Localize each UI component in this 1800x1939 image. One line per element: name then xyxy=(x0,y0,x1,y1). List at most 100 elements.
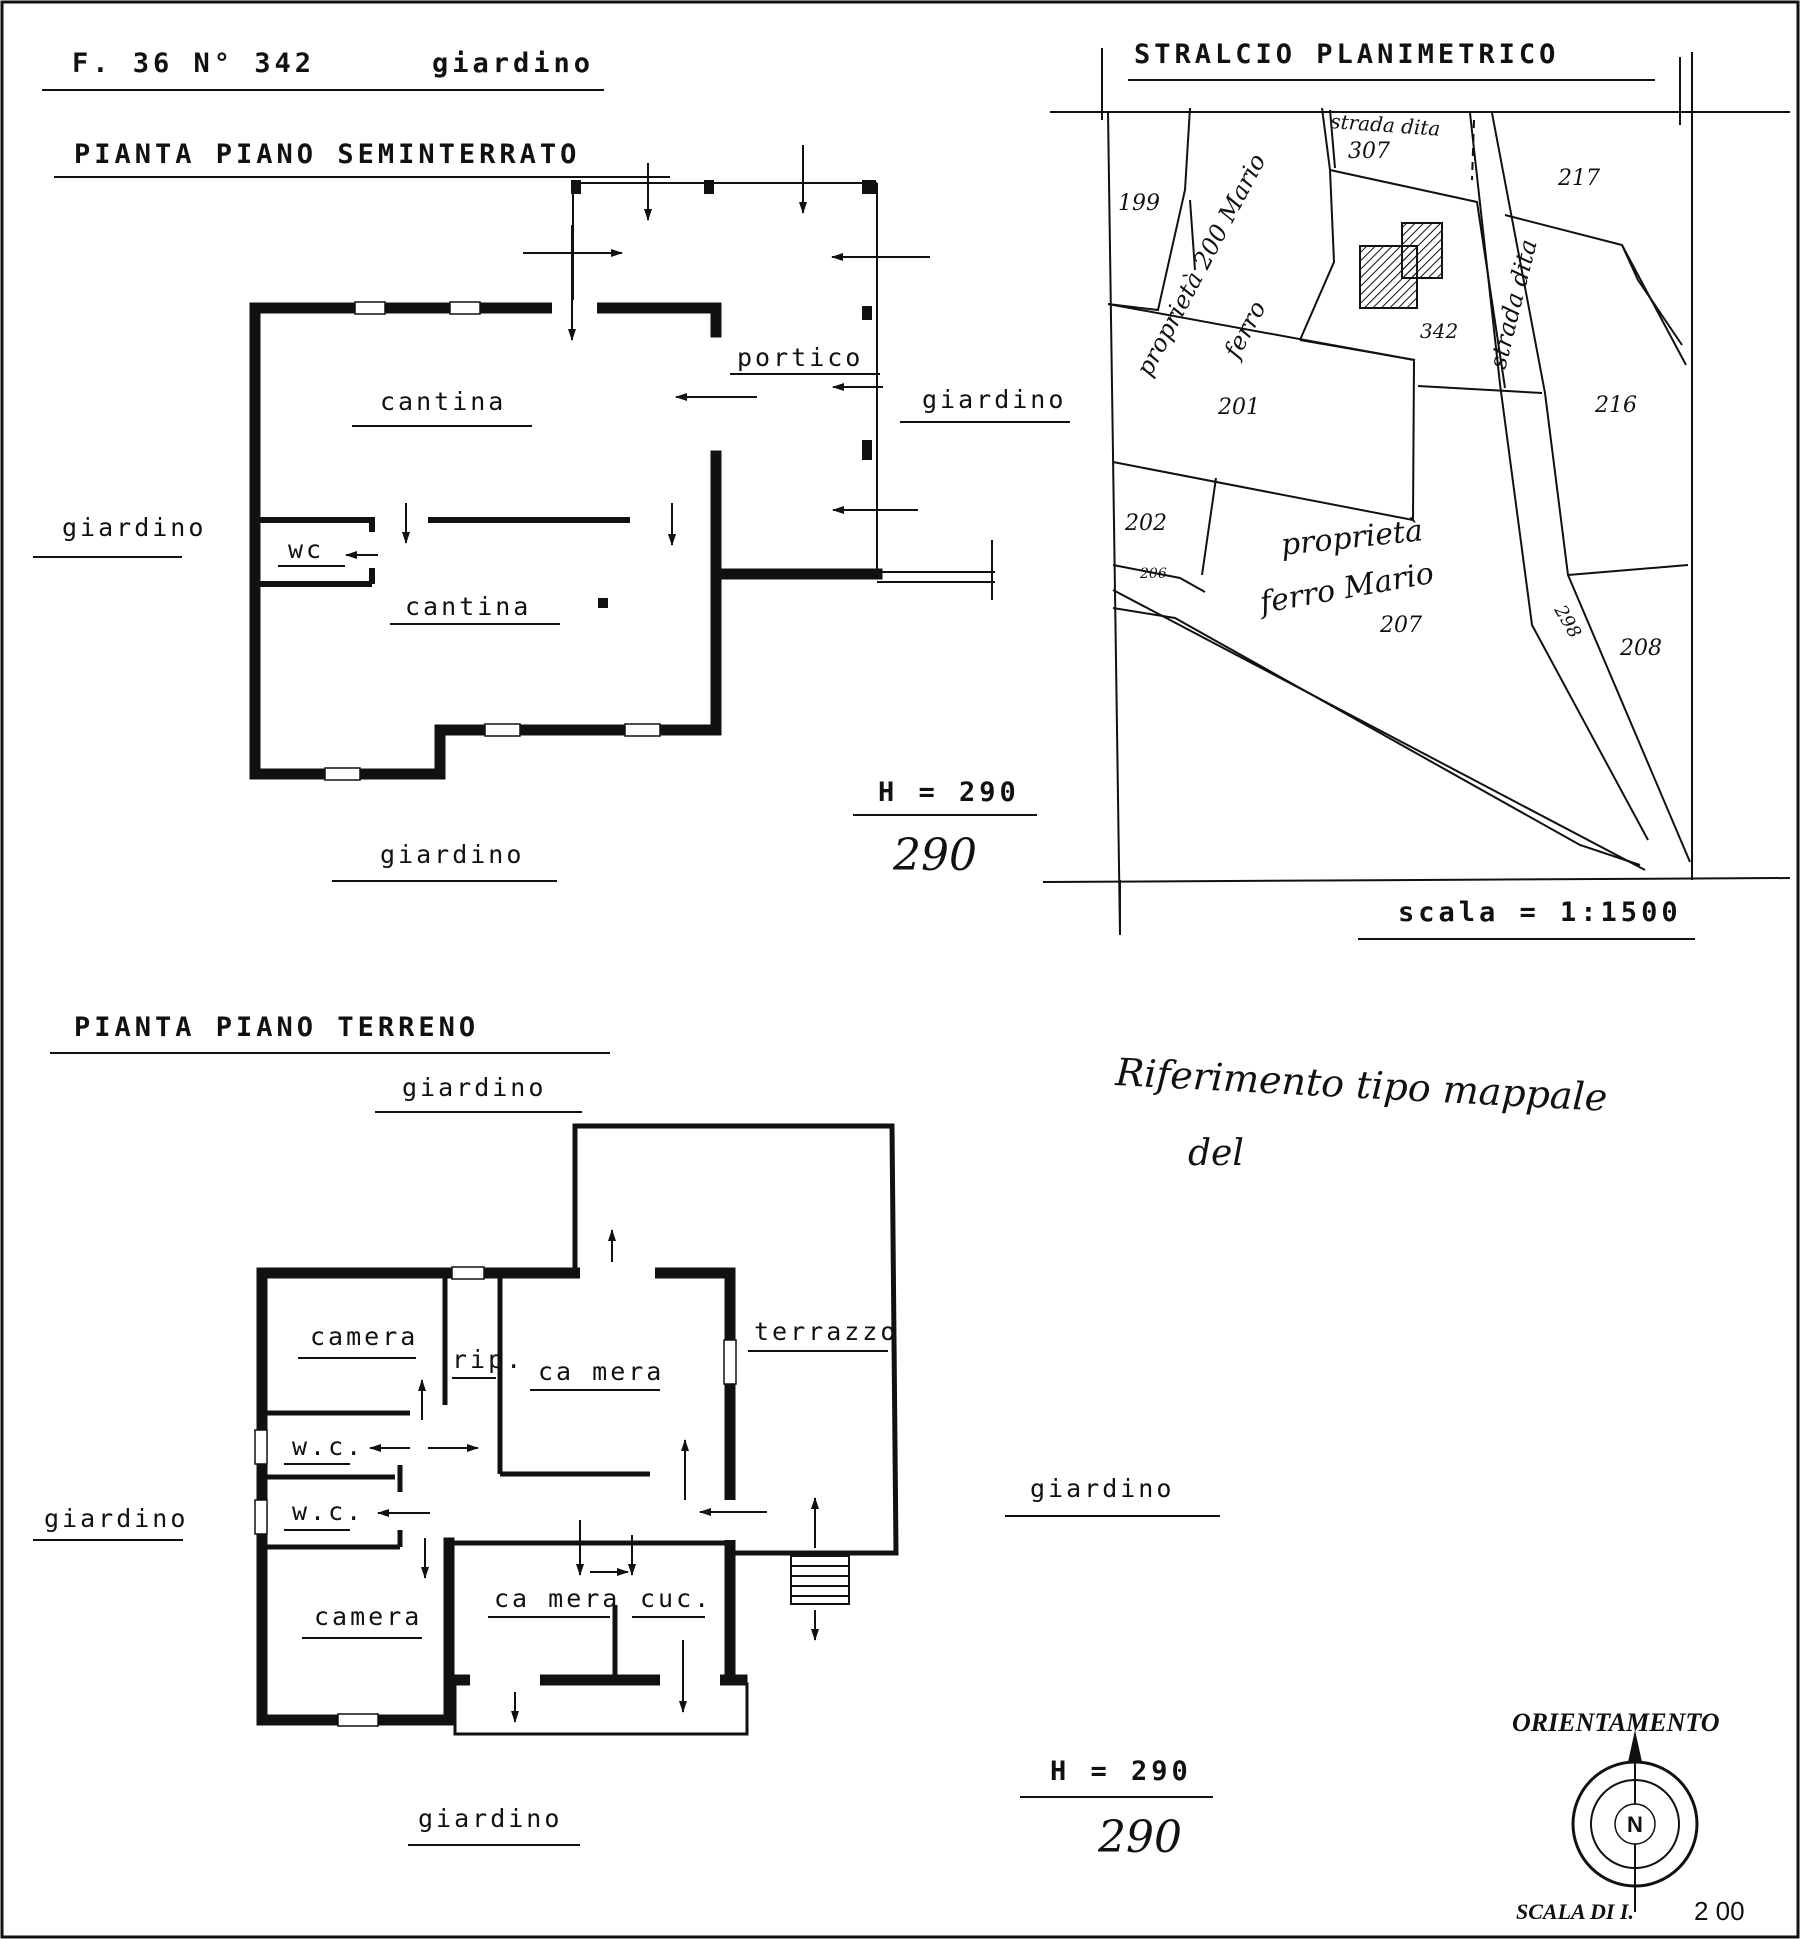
window xyxy=(254,1499,268,1535)
door-opening xyxy=(660,1674,720,1688)
parcel-217: 217 xyxy=(1557,166,1600,191)
pillar xyxy=(598,598,608,608)
map-boundary xyxy=(1189,199,1196,271)
map-boundary xyxy=(1201,477,1217,576)
room-label-wc-upper: w.c. xyxy=(292,1432,364,1461)
reference-note: Riferimento tipo mappale del xyxy=(1114,1050,1609,1174)
door-opening xyxy=(552,300,597,316)
map-boundary xyxy=(1112,589,1646,871)
room-label-wc-lower: w.c. xyxy=(292,1497,364,1526)
room-label-camera-bottom: ca mera xyxy=(494,1584,620,1613)
portico-pillar xyxy=(571,180,581,194)
label-giardino-basement-right: giardino xyxy=(922,385,1066,414)
door-opening xyxy=(580,1266,655,1280)
sheet-reference: F. 36 N° 342 xyxy=(72,48,315,79)
map-boundary xyxy=(1042,877,1791,883)
room-label-portico: portico xyxy=(737,343,863,372)
building-footprint xyxy=(1359,245,1418,309)
portico-pillar xyxy=(862,440,872,460)
parcel-206: 206 xyxy=(1139,566,1167,582)
parcel-202: 202 xyxy=(1124,511,1167,536)
compass-north-label: N xyxy=(1627,1812,1643,1837)
parcel-201: 201 xyxy=(1217,395,1260,420)
parcel-207: 207 xyxy=(1379,613,1422,638)
map-boundary xyxy=(1417,385,1543,394)
label-giardino-ground-left: giardino xyxy=(44,1504,188,1533)
stairs xyxy=(790,1555,850,1605)
map-boundary xyxy=(1112,564,1206,593)
map-boundary xyxy=(1491,112,1691,863)
label-giardino-ground-right: giardino xyxy=(1030,1474,1174,1503)
window xyxy=(354,301,386,315)
window xyxy=(484,723,521,737)
ground-floor-plan: PIANTA PIANO TERRENO giardino xyxy=(33,1012,1220,1863)
window xyxy=(624,723,661,737)
window xyxy=(449,301,481,315)
ground-height-handwritten: 290 xyxy=(1097,1812,1182,1863)
room-label-cucina: cuc. xyxy=(640,1584,712,1613)
terrace-outline xyxy=(572,1123,899,1556)
orientation-title: ORIENTAMENTO xyxy=(1512,1708,1720,1737)
north-arrow-icon xyxy=(1628,1730,1642,1762)
header: F. 36 N° 342 giardino xyxy=(42,48,604,91)
reference-note-line-1: Riferimento tipo mappale xyxy=(1114,1050,1609,1120)
map-boundary xyxy=(1329,169,1506,389)
map-boundary xyxy=(1107,107,1191,312)
ground-floor-title: PIANTA PIANO TERRENO xyxy=(74,1012,479,1043)
map-boundary xyxy=(1112,607,1641,866)
label-giardino-basement-left: giardino xyxy=(62,513,206,542)
portico-pillar xyxy=(862,180,876,194)
room-label-wc: wc xyxy=(288,535,324,564)
portico-pillar xyxy=(862,306,872,320)
basement-title: PIANTA PIANO SEMINTERRATO xyxy=(74,139,580,170)
ground-height-label: H = 290 xyxy=(1050,1756,1192,1787)
reference-note-line-2: del xyxy=(1188,1133,1244,1174)
note-proprieta-207: proprietà xyxy=(1279,513,1424,563)
parcel-208: 208 xyxy=(1619,636,1662,661)
map-boundary xyxy=(1621,244,1683,346)
map-boundary xyxy=(1567,564,1689,576)
note-strada-top: strada dita xyxy=(1330,109,1441,141)
map-boundary xyxy=(1504,214,1687,366)
basement-height-handwritten: 290 xyxy=(892,830,977,881)
map-boundary xyxy=(1107,303,1416,522)
balcony xyxy=(453,1682,749,1736)
window xyxy=(451,1266,485,1280)
basement-plan: PIANTA PIANO SEMINTERRATO cantina xyxy=(33,139,1070,882)
door-opening xyxy=(722,1500,738,1540)
room-label-camera-top-left: camera xyxy=(310,1322,418,1351)
compass-center xyxy=(1614,1803,1656,1845)
basement-outer-wall xyxy=(249,302,883,780)
site-scale: scala = 1:1500 xyxy=(1398,897,1682,928)
label-giardino-basement-bottom: giardino xyxy=(380,840,524,869)
room-label-ripostiglio: rip. xyxy=(452,1345,524,1374)
map-boundary xyxy=(1469,112,1649,841)
window xyxy=(723,1339,737,1385)
basement-height-label: H = 290 xyxy=(878,777,1020,808)
map-boundary xyxy=(1329,109,1336,169)
map-boundary xyxy=(1471,119,1475,181)
room-label-camera-center: ca mera xyxy=(538,1357,664,1386)
window xyxy=(337,1713,379,1727)
parcel-342: 342 xyxy=(1420,319,1458,343)
portico-pillar xyxy=(704,180,714,194)
room-label-camera-bottom-left: camera xyxy=(314,1602,422,1631)
label-giardino-ground-bottom: giardino xyxy=(418,1804,562,1833)
room-label-cantina-upper: cantina xyxy=(380,387,506,416)
note-ferro-mario: ferro Mario xyxy=(1255,556,1436,621)
map-boundary xyxy=(1299,339,1416,361)
window xyxy=(324,767,361,781)
window xyxy=(254,1429,268,1465)
parcel-298: 298 xyxy=(1549,601,1585,642)
note-ferro: ferro xyxy=(1218,296,1272,364)
site-plan: STRALCIO PLANIMETRICO 307 217 199 xyxy=(1042,39,1791,940)
parcel-216: 216 xyxy=(1594,393,1637,418)
orientation-scale-value: 2 00 xyxy=(1694,1896,1745,1926)
door-opening xyxy=(470,1674,540,1688)
orientation-scale-prefix: SCALA DI I. xyxy=(1516,1899,1634,1924)
site-plan-title: STRALCIO PLANIMETRICO xyxy=(1134,39,1559,70)
map-boundary xyxy=(1299,107,1336,341)
room-label-cantina-lower: cantina xyxy=(405,592,531,621)
